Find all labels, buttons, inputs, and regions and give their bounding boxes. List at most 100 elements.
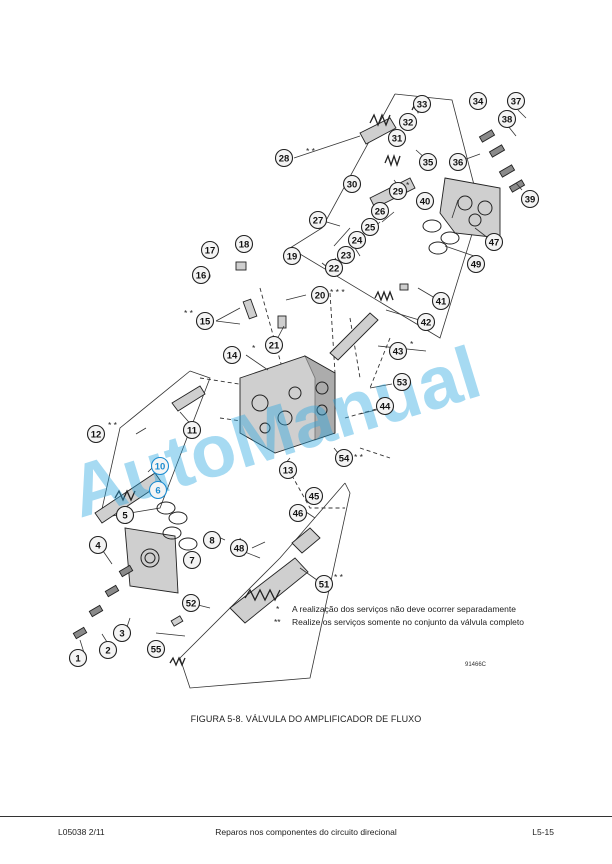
callout-circle bbox=[506, 91, 526, 111]
callout-48: 48 bbox=[229, 538, 249, 558]
callout-number: 45 bbox=[309, 491, 320, 502]
cover-plate-left bbox=[124, 501, 198, 594]
callout-number: 8 bbox=[209, 535, 214, 546]
mark-28: * * bbox=[306, 146, 316, 156]
mark-12: * * bbox=[108, 420, 118, 430]
callout-51: 51 bbox=[314, 574, 334, 594]
callout-number: 49 bbox=[471, 259, 482, 270]
callout-circle bbox=[314, 574, 334, 594]
callout-number: 43 bbox=[393, 346, 404, 357]
callout-number: 33 bbox=[417, 99, 428, 110]
mark-15: * * bbox=[184, 308, 194, 318]
callout-52: 52 bbox=[181, 593, 201, 613]
callout-38: 38 bbox=[497, 109, 517, 129]
footer-divider bbox=[0, 816, 612, 817]
callout-18: 18 bbox=[234, 234, 254, 254]
asterisk-marks: * * * * * * * * * * * * * * * * bbox=[108, 146, 414, 582]
exploded-view-diagram: AutoManual 12345678101112131415161718192… bbox=[60, 91, 540, 689]
callout-13: 13 bbox=[278, 460, 298, 480]
callout-16: 16 bbox=[191, 265, 211, 285]
callout-circle bbox=[484, 232, 504, 252]
callout-41: 41 bbox=[431, 291, 451, 311]
callout-circle bbox=[388, 181, 408, 201]
callout-number: 38 bbox=[502, 114, 513, 125]
callout-circle bbox=[360, 217, 380, 237]
callout-6: 6 bbox=[148, 480, 168, 500]
callout-12: 12 bbox=[86, 424, 106, 444]
callout-circle bbox=[282, 246, 302, 266]
watermark-text: AutoManual bbox=[60, 330, 489, 533]
callout-circle bbox=[431, 291, 451, 311]
footer-section-title: Reparos nos componentes do circuito dire… bbox=[215, 827, 397, 837]
footer-page-number: L5-15 bbox=[532, 827, 554, 837]
callout-circle bbox=[191, 265, 211, 285]
callout-36: 36 bbox=[448, 152, 468, 172]
callout-35: 35 bbox=[418, 152, 438, 172]
callout-circle bbox=[202, 530, 222, 550]
callout-circle bbox=[229, 538, 249, 558]
callout-25: 25 bbox=[360, 217, 380, 237]
callout-circle bbox=[520, 189, 540, 209]
callout-14: 14 bbox=[222, 345, 242, 365]
callout-number: 32 bbox=[403, 117, 414, 128]
callout-43: 43 bbox=[388, 341, 408, 361]
callout-circle bbox=[310, 285, 330, 305]
callout-24: 24 bbox=[347, 230, 367, 250]
cover-plate-right bbox=[422, 177, 501, 255]
mark-54: * * bbox=[354, 452, 364, 462]
callout-2: 2 bbox=[98, 640, 118, 660]
callout-circle bbox=[182, 420, 202, 440]
callout-5: 5 bbox=[115, 505, 135, 525]
callout-circle bbox=[415, 191, 435, 211]
callout-42: 42 bbox=[416, 312, 436, 332]
callout-number: 37 bbox=[511, 96, 522, 107]
callout-number: 21 bbox=[269, 340, 280, 351]
callout-46: 46 bbox=[288, 503, 308, 523]
callout-17: 17 bbox=[200, 240, 220, 260]
callout-number: 36 bbox=[453, 157, 464, 168]
mark-29: * bbox=[406, 180, 410, 190]
callout-circle bbox=[115, 505, 135, 525]
callout-circle bbox=[336, 245, 356, 265]
callout-number: 48 bbox=[234, 543, 245, 554]
callout-23: 23 bbox=[336, 245, 356, 265]
callout-circle bbox=[375, 396, 395, 416]
callout-number: 25 bbox=[365, 222, 376, 233]
callout-number: 22 bbox=[329, 263, 340, 274]
callout-circle bbox=[150, 456, 170, 476]
callout-20: 20 bbox=[310, 285, 330, 305]
callout-number: 4 bbox=[95, 540, 101, 551]
drawing-code: 91466C bbox=[465, 662, 487, 668]
callout-circle bbox=[222, 345, 242, 365]
callout-circle bbox=[146, 639, 166, 659]
callout-circle bbox=[418, 152, 438, 172]
callout-circle bbox=[86, 424, 106, 444]
callout-47: 47 bbox=[484, 232, 504, 252]
callout-26: 26 bbox=[370, 201, 390, 221]
callout-circle bbox=[388, 341, 408, 361]
callout-8: 8 bbox=[202, 530, 222, 550]
callout-number: 34 bbox=[473, 96, 484, 107]
mark-51: * * bbox=[334, 572, 344, 582]
callout-21: 21 bbox=[264, 335, 284, 355]
callout-37: 37 bbox=[506, 91, 526, 111]
callout-circle bbox=[347, 230, 367, 250]
callout-32: 32 bbox=[398, 112, 418, 132]
callout-circle bbox=[387, 128, 407, 148]
callout-30: 30 bbox=[342, 174, 362, 194]
callout-circle bbox=[278, 460, 298, 480]
callout-49: 49 bbox=[466, 254, 486, 274]
callout-circle bbox=[466, 254, 486, 274]
callout-number: 7 bbox=[189, 555, 194, 566]
callout-number: 12 bbox=[91, 429, 102, 440]
footnotes: * A realização dos serviços não deve oco… bbox=[274, 604, 524, 627]
callout-circle bbox=[412, 94, 432, 114]
callout-number: 3 bbox=[119, 628, 124, 639]
callout-19: 19 bbox=[282, 246, 302, 266]
callout-circle bbox=[308, 210, 328, 230]
callout-number: 5 bbox=[122, 510, 128, 521]
callout-number: 42 bbox=[421, 317, 432, 328]
mark-14: * bbox=[252, 343, 256, 353]
callout-number: 1 bbox=[75, 653, 81, 664]
callout-group: 1234567810111213141516171819202122232425… bbox=[68, 91, 540, 668]
